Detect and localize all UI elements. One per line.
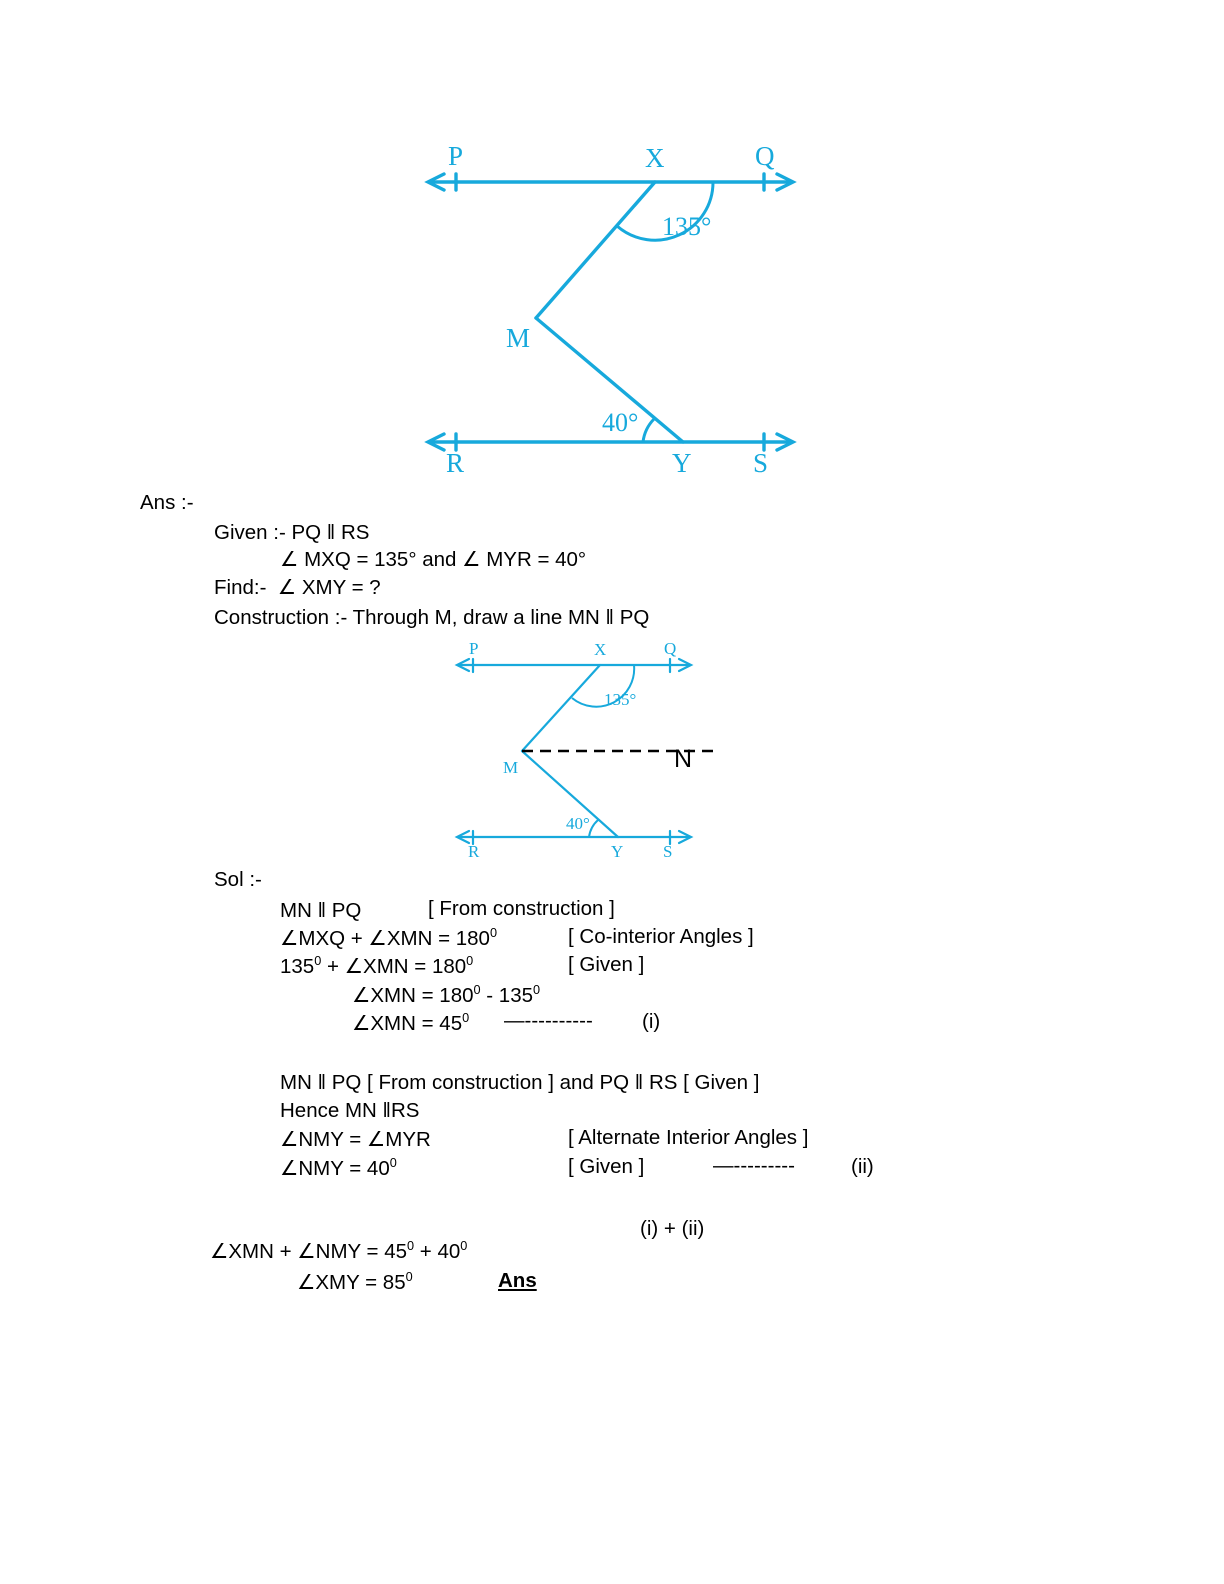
figure-main-label-X: X xyxy=(645,143,665,173)
step-4-statement-text: ∠XMN = 180 xyxy=(352,984,474,1007)
figure-main-label-R: R xyxy=(446,448,464,478)
figure-main-label-Y: Y xyxy=(672,448,692,478)
figure-construction-angle-x-value: 135° xyxy=(604,690,636,709)
construction-label: Construction :- Through M, draw a line M… xyxy=(214,606,650,629)
block2-line4-degree-sup: 0 xyxy=(389,1155,397,1171)
block2-line4-statement: ∠NMY = 400 xyxy=(280,1155,397,1182)
step-1-statement: MN ‖ PQ xyxy=(280,899,362,922)
combine-note: (i) + (ii) xyxy=(640,1217,705,1240)
block2-line4-reason: [ Given ] xyxy=(568,1155,645,1178)
figure-main-label-P: P xyxy=(448,141,463,171)
step-3-reason: [ Given ] xyxy=(568,953,645,976)
step-2-statement-text: ∠MXQ + ∠XMN = 180 xyxy=(280,927,490,950)
figure-construction-label-N: N xyxy=(674,745,693,773)
step-5-statement-text: ∠XMN = 45 xyxy=(352,1012,463,1035)
step-3-degree-sup-a: 0 xyxy=(314,953,322,969)
figure-construction-diagram: P Q X M R Y S 135° 40° xyxy=(438,633,718,868)
sol-heading: Sol :- xyxy=(214,868,262,891)
final-answer-word: Ans xyxy=(498,1269,537,1292)
final-line-1-rest: + 40 xyxy=(414,1240,461,1263)
figure-construction-label-P: P xyxy=(469,639,478,658)
step-1-reason: [ From construction ] xyxy=(428,897,615,920)
figure-main-diagram: P Q X M R Y S 135° 40° xyxy=(400,125,820,485)
find-label: Find:- ∠ XMY = ? xyxy=(214,576,381,599)
figure-construction-label-Q: Q xyxy=(664,639,676,658)
final-line-1-sup-b: 0 xyxy=(460,1238,468,1254)
block2-line4-statement-text: ∠NMY = 40 xyxy=(280,1157,390,1180)
figure-main-angle-x-value: 135° xyxy=(662,212,711,241)
final-line-2-sup: 0 xyxy=(405,1269,413,1285)
step-2-degree-sup: 0 xyxy=(489,925,498,941)
block2-line3-statement: ∠NMY = ∠MYR xyxy=(280,1128,431,1151)
final-line-2: ∠XMY = 850 xyxy=(297,1269,413,1296)
figure-construction-angle-y-value: 40° xyxy=(566,814,590,833)
figure-construction-label-X: X xyxy=(594,640,606,659)
block2-line2: Hence MN ‖RS xyxy=(280,1099,420,1122)
final-line-2-text: ∠XMY = 85 xyxy=(297,1271,406,1294)
step-5-reference: (i) xyxy=(642,1010,661,1033)
block2-line3-reason: [ Alternate Interior Angles ] xyxy=(568,1126,809,1149)
step-3-statement-rest: + ∠XMN = 180 xyxy=(321,955,467,978)
given-label: Given :- PQ ‖ RS xyxy=(214,521,370,544)
block2-line1: MN ‖ PQ [ From construction ] and PQ ‖ R… xyxy=(280,1071,760,1094)
figure-construction-label-S: S xyxy=(663,842,672,861)
figure-main-label-S: S xyxy=(753,448,768,478)
step-5-statement: ∠XMN = 450 xyxy=(352,1010,469,1037)
final-line-1: ∠XMN + ∠NMY = 450 + 400 xyxy=(210,1238,467,1265)
step-3-statement: 1350 + ∠XMN = 1800 xyxy=(280,953,473,980)
step-3-degree-sup-b: 0 xyxy=(466,953,474,969)
step-3-statement-text: 135 xyxy=(280,955,315,978)
step-5-degree-sup: 0 xyxy=(462,1010,470,1026)
figure-construction-label-Y: Y xyxy=(611,842,623,861)
figure-main-label-M: M xyxy=(506,323,530,353)
step-2-reason: [ Co-interior Angles ] xyxy=(568,925,754,948)
step-4-degree-sup-a: 0 xyxy=(473,982,481,998)
step-4-degree-sup-b: 0 xyxy=(533,982,541,998)
step-4-statement: ∠XMN = 1800 - 1350 xyxy=(352,982,540,1009)
final-line-1-text: ∠XMN + ∠NMY = 45 xyxy=(210,1240,408,1263)
figure-main-angle-y-value: 40° xyxy=(602,408,638,437)
step-2-statement: ∠MXQ + ∠XMN = 1800 xyxy=(280,925,497,952)
ans-heading: Ans :- xyxy=(140,491,194,514)
figure-construction-label-R: R xyxy=(468,842,480,861)
figure-main-label-Q: Q xyxy=(755,141,775,171)
block2-line4-reference: (ii) xyxy=(851,1155,874,1178)
given-angles: ∠ MXQ = 135° and ∠ MYR = 40° xyxy=(280,548,587,571)
block2-line4-separator: —--------- xyxy=(713,1154,795,1177)
figure-construction-label-M: M xyxy=(503,758,518,777)
step-4-statement-rest: - 135 xyxy=(480,984,533,1007)
final-line-1-sup-a: 0 xyxy=(407,1238,415,1254)
step-5-separator: —---------- xyxy=(504,1009,593,1032)
